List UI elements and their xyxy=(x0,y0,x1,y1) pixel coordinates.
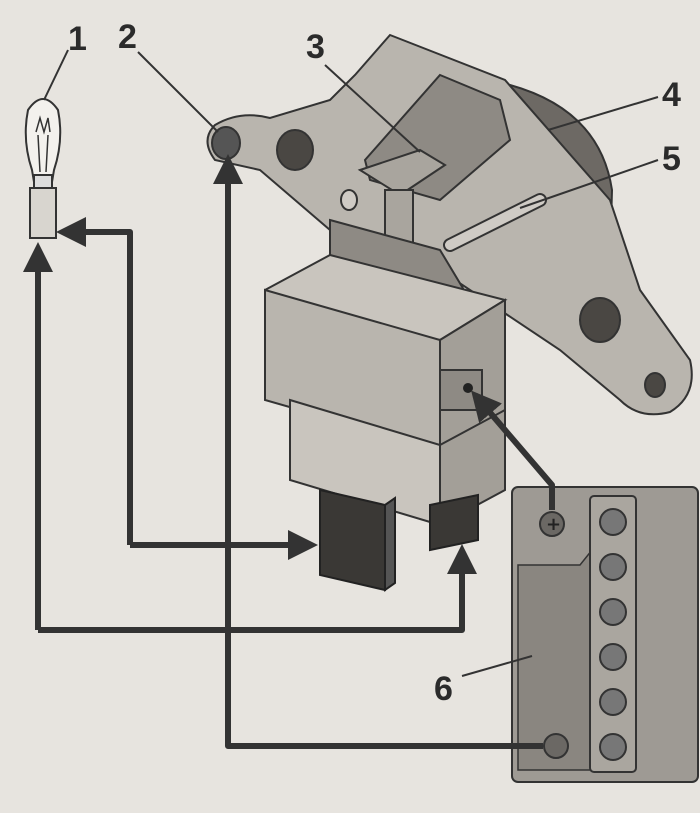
callout-6: 6 xyxy=(434,670,453,708)
battery-negative-terminal xyxy=(543,733,569,759)
wire-battery-negative-to-terminal xyxy=(213,154,543,749)
regulator-plate xyxy=(206,33,693,416)
callout-1: 1 xyxy=(68,20,87,58)
battery: + xyxy=(511,486,699,783)
callout-2: 2 xyxy=(118,18,137,56)
wiring xyxy=(23,154,555,749)
callout-labels: 1 2 3 4 5 6 xyxy=(68,18,681,708)
wire-bottom-to-right-brush xyxy=(38,544,477,633)
battery-cell-caps xyxy=(599,508,627,761)
callout-5: 5 xyxy=(662,140,681,178)
test-lamp xyxy=(24,98,62,239)
battery-positive-symbol: + xyxy=(546,514,561,535)
brushes xyxy=(319,488,479,592)
leader-lines xyxy=(43,49,659,677)
pin xyxy=(340,189,547,252)
regulator-body xyxy=(264,218,508,527)
battery-positive-terminal xyxy=(539,511,565,537)
wire-lamp-to-brush xyxy=(56,217,133,545)
wire-battery-positive-to-regulator xyxy=(471,390,555,510)
callout-3: 3 xyxy=(306,28,325,66)
callout-4: 4 xyxy=(662,76,681,114)
